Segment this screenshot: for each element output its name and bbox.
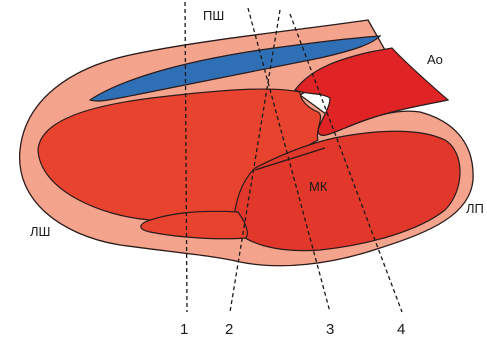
label-mitral-valve: МК <box>309 179 328 194</box>
scan-line-number-4: 4 <box>397 321 405 338</box>
label-left-ventricle: ЛШ <box>30 224 50 239</box>
label-left-atrium: ЛП <box>466 201 484 216</box>
scan-line-number-3: 3 <box>326 321 334 338</box>
scan-line-number-1: 1 <box>180 321 188 338</box>
label-right-ventricle: ПШ <box>203 8 224 23</box>
label-aorta: Ao <box>427 52 443 67</box>
scan-line-number-2: 2 <box>225 321 233 338</box>
